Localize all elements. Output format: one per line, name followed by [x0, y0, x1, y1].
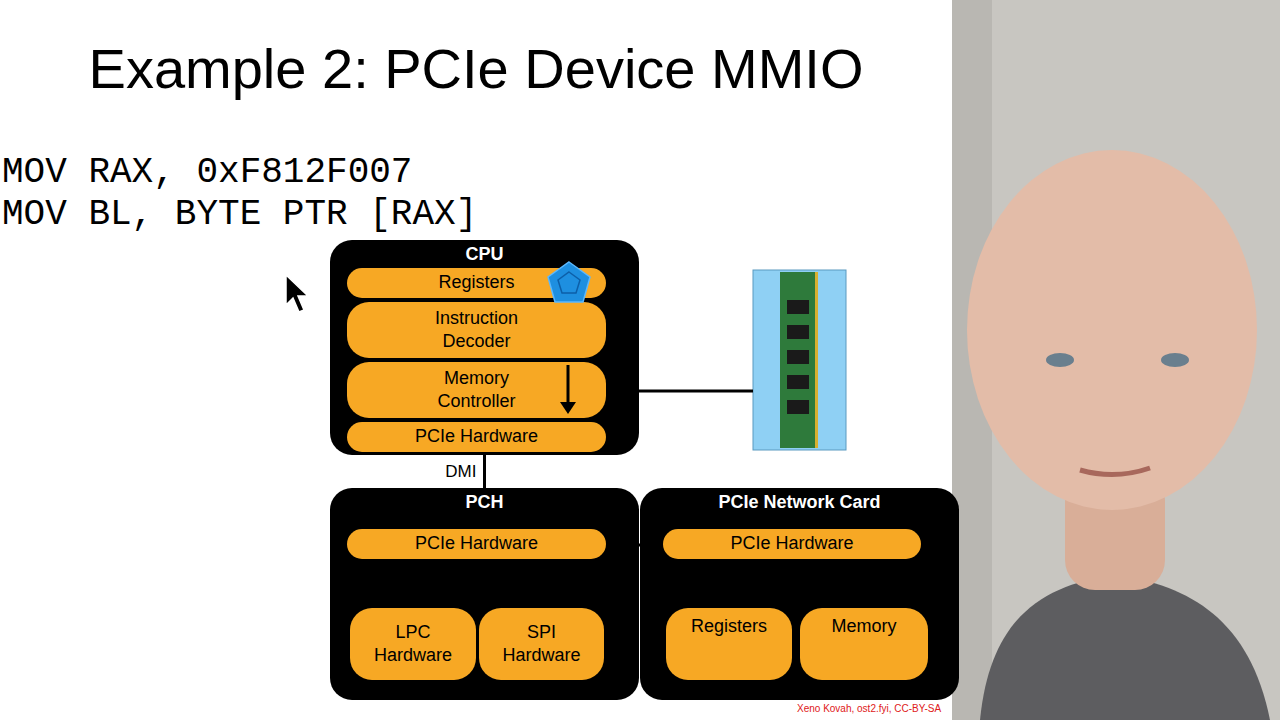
hardware-block: SPI Hardware — [479, 608, 604, 680]
ram-pins — [815, 272, 818, 448]
bus-label: DMI — [443, 462, 478, 482]
slide-title: Example 2: PCIe Device MMIO — [0, 36, 952, 101]
dodecahedron-icon — [548, 262, 590, 302]
hardware-block: PCIe Hardware — [347, 529, 606, 559]
box-heading: PCIe Network Card — [640, 492, 959, 513]
block-label: LPC Hardware — [361, 621, 466, 668]
hardware-block: Registers — [666, 608, 792, 680]
component-box: CPU RegistersInstruction DecoderMemory Co… — [330, 240, 639, 455]
block-label: Memory Controller — [417, 367, 537, 414]
component-box: PCH PCIe HardwareLPC Hardware SPI Hardware — [330, 488, 639, 700]
ram-chip — [787, 325, 809, 339]
ram-chip — [787, 375, 809, 389]
flow-arrow-head — [560, 402, 576, 414]
presenter-head — [967, 150, 1257, 510]
component-box: PCIe Network CardPCIe HardwareRegisters M… — [640, 488, 959, 700]
hardware-block: Memory Controller — [347, 362, 606, 418]
block-label: PCIe Hardware — [415, 532, 538, 555]
memory-bus-line — [625, 390, 753, 393]
ram-stick — [780, 272, 818, 448]
ram-chip — [787, 350, 809, 364]
hardware-block: LPC Hardware — [350, 608, 476, 680]
ram-chip — [787, 300, 809, 314]
presenter-eye — [1161, 353, 1189, 367]
code-line: MOV RAX, 0xF812F007 — [2, 152, 412, 193]
presenter-eye — [1046, 353, 1074, 367]
ram-background — [753, 270, 846, 450]
ram-chip — [787, 400, 809, 414]
dodecahedron-face — [558, 272, 580, 293]
block-label: PCIe Hardware — [415, 425, 538, 448]
hardware-block: Instruction Decoder — [347, 302, 606, 358]
photo-background — [952, 0, 1280, 720]
presenter-shirt — [980, 575, 1270, 720]
hardware-block: Registers — [347, 268, 606, 298]
block-label: Registers — [438, 271, 514, 294]
block-label: Instruction Decoder — [417, 307, 537, 354]
hardware-block: Memory — [800, 608, 928, 680]
hardware-block: PCIe Hardware — [347, 422, 606, 452]
hardware-block: PCIe Hardware — [663, 529, 921, 559]
flow-arrow-line — [567, 365, 570, 404]
block-label: SPI Hardware — [489, 621, 594, 668]
mouse-cursor — [286, 275, 308, 312]
bus-link — [483, 455, 486, 488]
block-label: PCIe Hardware — [730, 532, 853, 555]
code-line: MOV BL, BYTE PTR [RAX] — [2, 194, 477, 235]
box-heading: CPU — [330, 244, 639, 265]
presenter-mouth — [1080, 468, 1150, 475]
block-label: Registers — [691, 615, 767, 638]
box-heading: PCH — [330, 492, 639, 513]
block-label: Memory — [831, 615, 896, 638]
watermark: Xeno Kovah, ost2.fyi, CC-BY-SA — [797, 703, 941, 714]
